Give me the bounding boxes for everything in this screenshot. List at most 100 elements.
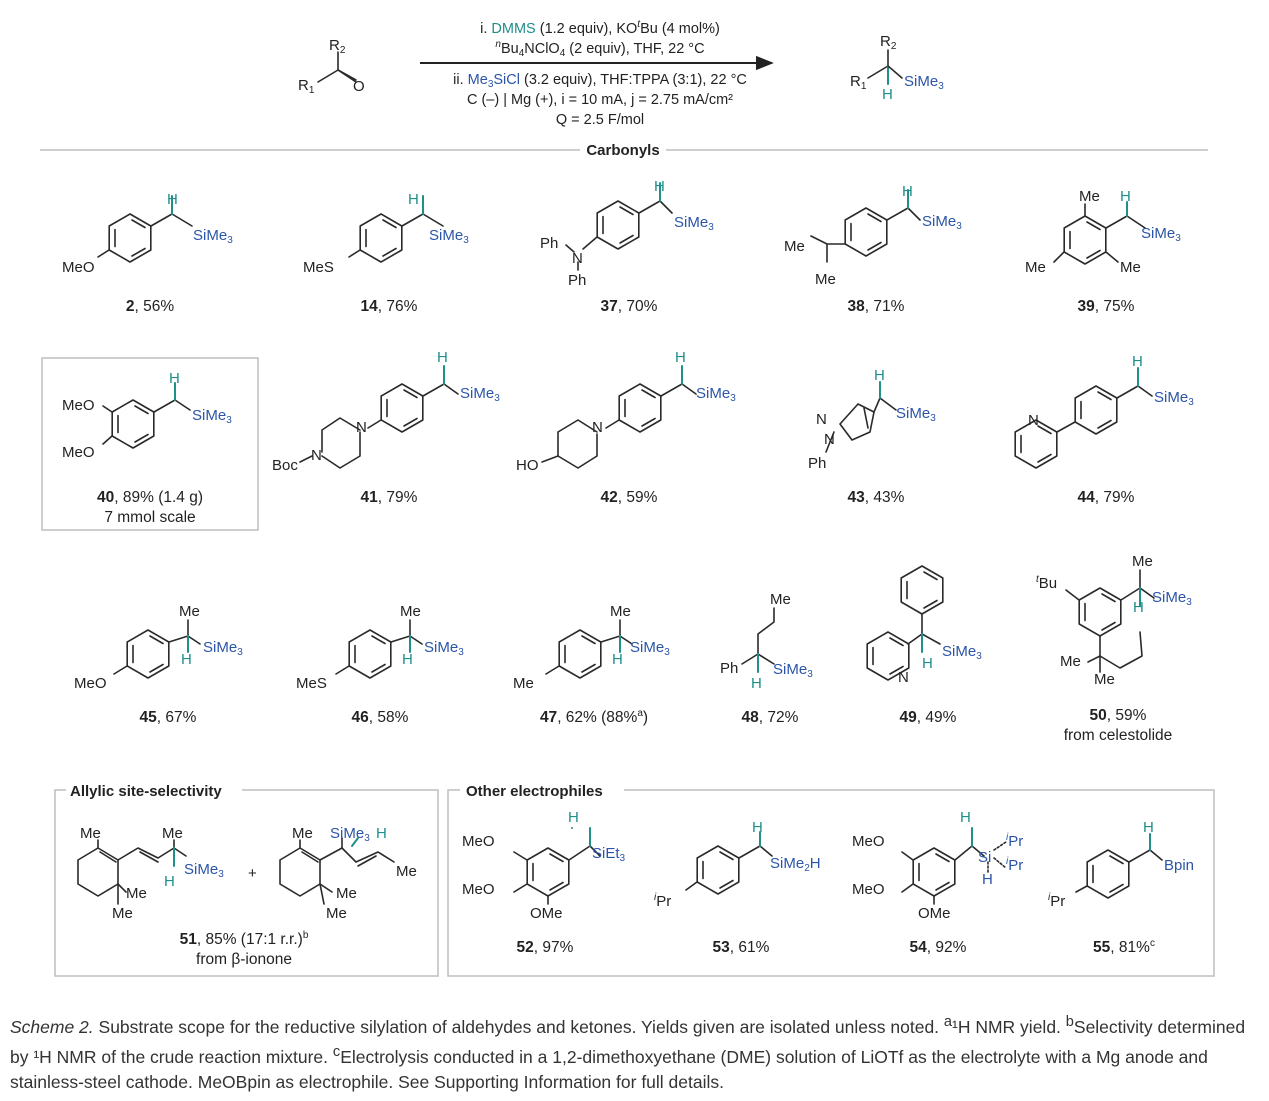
compound-48: Me Ph H SiMe3 48, 72% bbox=[720, 591, 813, 726]
caption-sup-c: c bbox=[332, 1043, 341, 1060]
svg-text:55, 81%c: 55, 81%c bbox=[1093, 938, 1155, 956]
svg-text:SiMe3: SiMe3 bbox=[922, 213, 962, 232]
svg-text:Boc: Boc bbox=[272, 457, 298, 474]
svg-text:Me: Me bbox=[610, 603, 631, 620]
svg-text:i. DMMS (1.2 equiv), KOtBu (4: i. DMMS (1.2 equiv), KOtBu (4 mol%) bbox=[480, 19, 720, 37]
svg-text:45, 67%: 45, 67% bbox=[140, 709, 197, 726]
svg-text:H: H bbox=[568, 809, 579, 826]
svg-text:42, 59%: 42, 59% bbox=[601, 489, 658, 506]
svg-text:SiMe3: SiMe3 bbox=[674, 214, 714, 233]
svg-text:from β-ionone: from β-ionone bbox=[196, 951, 292, 968]
compound-40-box bbox=[41, 357, 259, 531]
svg-text:H: H bbox=[164, 873, 175, 890]
svg-text:SiMe3: SiMe3 bbox=[904, 73, 944, 92]
caption-text-3: Selectivity determined by ¹H NMR of the … bbox=[10, 1016, 1246, 1067]
svg-text:Me: Me bbox=[513, 675, 534, 692]
svg-text:14, 76%: 14, 76% bbox=[361, 298, 418, 315]
svg-text:54, 92%: 54, 92% bbox=[910, 939, 967, 956]
svg-text:MeO: MeO bbox=[852, 833, 885, 850]
svg-text:H: H bbox=[1132, 353, 1143, 370]
svg-text:Me: Me bbox=[1060, 653, 1081, 670]
svg-text:from celestolide: from celestolide bbox=[1064, 727, 1173, 744]
reactant-carbonyl: R1 R2 O bbox=[298, 37, 365, 96]
svg-text:Ph: Ph bbox=[540, 235, 558, 252]
svg-text:R2: R2 bbox=[329, 37, 346, 56]
svg-text:Ph: Ph bbox=[720, 660, 738, 677]
svg-text:HO: HO bbox=[516, 457, 539, 474]
svg-text:Me: Me bbox=[326, 905, 347, 922]
svg-text:Me: Me bbox=[112, 905, 133, 922]
svg-text:H: H bbox=[612, 651, 623, 668]
svg-text:iPr: iPr bbox=[654, 892, 671, 910]
svg-text:SiMe3: SiMe3 bbox=[429, 227, 469, 246]
compound-51: Me Me H SiMe3 Me Me + Me SiMe3 H Me Me M… bbox=[77, 825, 417, 968]
svg-text:Other electrophiles: Other electrophiles bbox=[466, 783, 603, 800]
compound-50: Me tBu H SiMe3 Me Me 50, 59% from celest… bbox=[1036, 553, 1192, 744]
svg-text:52, 97%: 52, 97% bbox=[517, 939, 574, 956]
svg-text:SiMe3: SiMe3 bbox=[192, 407, 232, 426]
svg-text:H: H bbox=[982, 871, 993, 888]
svg-text:N: N bbox=[824, 431, 835, 448]
svg-text:Me: Me bbox=[126, 885, 147, 902]
svg-text:H: H bbox=[167, 191, 178, 208]
svg-text:ii. Me3SiCl (3.2 equiv), THF:T: ii. Me3SiCl (3.2 equiv), THF:TPPA (3:1),… bbox=[453, 72, 747, 90]
svg-text:48, 72%: 48, 72% bbox=[742, 709, 799, 726]
svg-text:53, 61%: 53, 61% bbox=[713, 939, 770, 956]
svg-text:Carbonyls: Carbonyls bbox=[586, 142, 659, 159]
svg-text:OMe: OMe bbox=[530, 905, 563, 922]
svg-text:OMe: OMe bbox=[918, 905, 951, 922]
compound-38: H SiMe3 Me Me 38, 71% bbox=[784, 183, 962, 315]
svg-text:O: O bbox=[353, 78, 365, 95]
svg-text:Me: Me bbox=[292, 825, 313, 842]
compound-47: Me H SiMe3 Me 47, 62% (88%a) bbox=[513, 603, 670, 726]
svg-text:H: H bbox=[751, 675, 762, 692]
compound-55: H Bpin iPr 55, 81%c bbox=[1048, 819, 1194, 956]
svg-text:MeS: MeS bbox=[303, 259, 334, 276]
compound-52: H SiEt3 MeO MeO OMe 52, 97% bbox=[462, 809, 626, 956]
svg-text:40, 89% (1.4 g): 40, 89% (1.4 g) bbox=[97, 489, 203, 506]
compound-37: H SiMe3 Ph N Ph 37, 70% bbox=[540, 178, 714, 315]
svg-text:H: H bbox=[902, 183, 913, 200]
svg-text:Me: Me bbox=[784, 238, 805, 255]
allylic-box: Allylic site-selectivity bbox=[54, 780, 439, 977]
compound-42: H SiMe3 N HO 42, 59% bbox=[516, 349, 736, 506]
svg-text:37, 70%: 37, 70% bbox=[601, 298, 658, 315]
compound-44: H SiMe3 N 44, 79% bbox=[1014, 353, 1194, 506]
compound-39: Me H SiMe3 Me Me 39, 75% bbox=[1025, 188, 1181, 315]
svg-text:Me: Me bbox=[815, 271, 836, 288]
compound-53: H SiMe2H iPr 53, 61% bbox=[654, 819, 821, 956]
svg-text:SiMe3: SiMe3 bbox=[696, 385, 736, 404]
svg-text:50, 59%: 50, 59% bbox=[1090, 707, 1147, 724]
svg-text:SiMe3: SiMe3 bbox=[630, 639, 670, 658]
svg-text:R2: R2 bbox=[880, 33, 897, 52]
svg-text:+: + bbox=[248, 865, 257, 882]
svg-text:MeO: MeO bbox=[74, 675, 107, 692]
svg-text:Ph: Ph bbox=[568, 272, 586, 289]
svg-text:H: H bbox=[408, 191, 419, 208]
svg-text:Me: Me bbox=[80, 825, 101, 842]
svg-text:MeO: MeO bbox=[62, 259, 95, 276]
svg-text:MeO: MeO bbox=[462, 833, 495, 850]
caption-sup-a: a bbox=[943, 1014, 953, 1030]
svg-text:H: H bbox=[922, 655, 933, 672]
svg-text:N: N bbox=[816, 411, 827, 428]
svg-text:47, 62% (88%a): 47, 62% (88%a) bbox=[540, 708, 648, 726]
svg-text:SiMe3: SiMe3 bbox=[1154, 389, 1194, 408]
svg-text:44, 79%: 44, 79% bbox=[1078, 489, 1135, 506]
svg-text:H: H bbox=[437, 349, 448, 366]
svg-text:H: H bbox=[1120, 188, 1131, 205]
svg-text:MeO: MeO bbox=[62, 444, 95, 461]
svg-text:H: H bbox=[675, 349, 686, 366]
svg-text:R1: R1 bbox=[298, 77, 315, 96]
svg-text:2, 56%: 2, 56% bbox=[126, 298, 174, 315]
svg-text:Me: Me bbox=[336, 885, 357, 902]
scheme-figure: R1 R2 O i. DMMS (1.2 equiv), KOtBu (4 mo… bbox=[40, 19, 1215, 977]
svg-text:H: H bbox=[874, 367, 885, 384]
svg-text:H: H bbox=[882, 86, 893, 103]
compound-43: H SiMe3 N N Ph 43, 43% bbox=[808, 367, 936, 506]
svg-text:N: N bbox=[356, 419, 367, 436]
svg-text:51, 85% (17:1 r.r.)b: 51, 85% (17:1 r.r.)b bbox=[180, 930, 309, 948]
svg-text:iPr: iPr bbox=[1006, 832, 1023, 850]
svg-text:H: H bbox=[169, 370, 180, 387]
svg-text:Me: Me bbox=[1132, 553, 1153, 570]
